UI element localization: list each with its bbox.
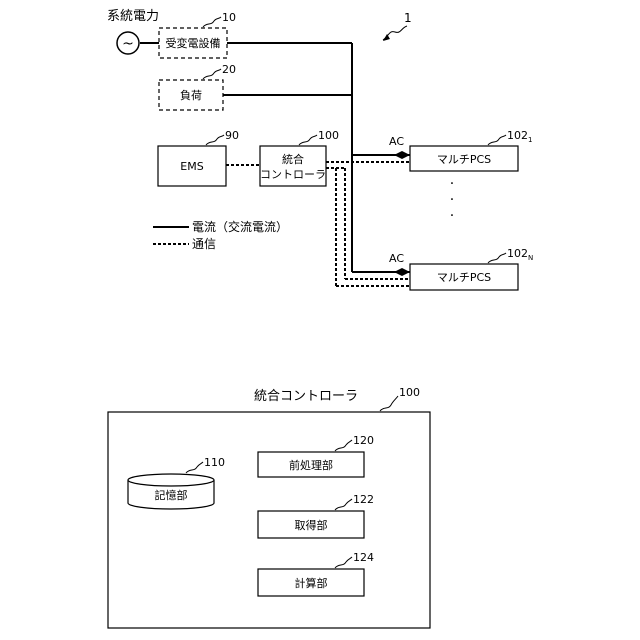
controller-label-line2: コントローラ (260, 168, 326, 181)
grid-power-label: 系統電力 (107, 9, 159, 24)
legend-current-label: 電流（交流電流） (192, 219, 288, 234)
detail-ref: 100 (399, 386, 420, 399)
pcs-n-leader (488, 253, 506, 263)
ellipsis-dot-1: · (450, 176, 454, 192)
acquire-label: 取得部 (295, 518, 328, 532)
pcs-1-ac-label: AC (389, 135, 404, 148)
storage-label: 記憶部 (155, 488, 188, 502)
pcs-1-ref-sub: 1 (528, 136, 532, 144)
ellipsis-dot-2: · (450, 192, 454, 208)
load-label: 負荷 (180, 89, 202, 102)
pcs-n-ac-label: AC (389, 252, 404, 265)
load-leader (203, 69, 221, 79)
controller-leader (299, 135, 317, 145)
pcs-n-ref: 102 (507, 247, 528, 260)
power-receiving-label: 受変電設備 (166, 36, 221, 50)
system-ref: 1 (404, 11, 412, 25)
preprocess-ref: 120 (353, 434, 374, 447)
pcs-1-label: マルチPCS (437, 153, 491, 166)
compute-ref: 124 (353, 551, 374, 564)
preprocess-label: 前処理部 (289, 458, 333, 472)
compute-label: 計算部 (295, 576, 328, 590)
acquire-ref: 122 (353, 493, 374, 506)
controller-label-line1: 統合 (282, 152, 304, 166)
ems-ref: 90 (225, 129, 239, 142)
detail-leader (380, 396, 398, 411)
ems-label: EMS (180, 160, 203, 173)
system-ref-arrow (383, 34, 390, 41)
detail-title: 統合コントローラ (254, 389, 358, 404)
load-ref: 20 (222, 63, 236, 76)
storage-ref: 110 (204, 456, 225, 469)
ellipsis-dot-3: · (450, 208, 454, 224)
legend-comm-label: 通信 (192, 237, 216, 251)
ac-source-symbol: ~ (122, 36, 134, 52)
power-receiving-leader (203, 17, 221, 27)
pcs-n-label: マルチPCS (437, 271, 491, 284)
pcs-1-leader (488, 135, 506, 145)
ems-leader (206, 135, 224, 145)
pcs-1-ref: 102 (507, 129, 528, 142)
pcs-n-ref-sub: N (528, 254, 533, 262)
power-receiving-ref: 10 (222, 11, 236, 24)
controller-ref: 100 (318, 129, 339, 142)
